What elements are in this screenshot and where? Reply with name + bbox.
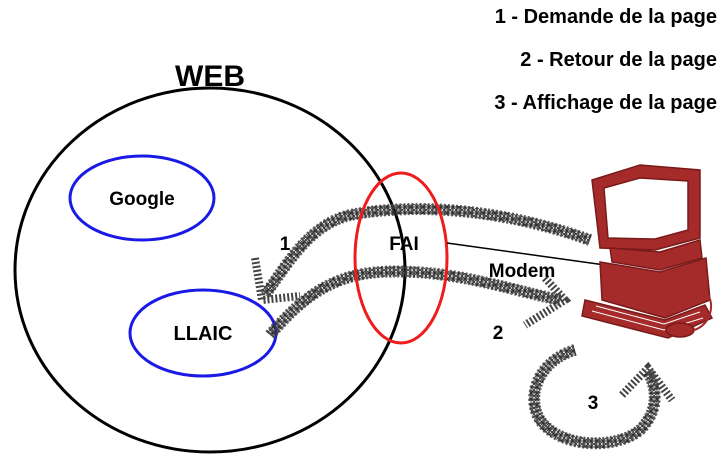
step-3-label: 3 xyxy=(588,393,599,414)
request-arrow xyxy=(251,203,593,305)
fai-label: FAI xyxy=(389,234,419,255)
step-1-label: 1 xyxy=(280,234,291,255)
legend-item-2: 2 - Retour de la page xyxy=(520,49,717,71)
web-ellipse xyxy=(13,86,407,454)
llaic-label: LLAIC xyxy=(174,323,233,345)
legend-item-3: 3 - Affichage de la page xyxy=(494,92,717,114)
legend-item-1: 1 - Demande de la page xyxy=(494,6,717,28)
computer-icon xyxy=(581,164,714,339)
step-2-label: 2 xyxy=(493,323,504,344)
display-arrow xyxy=(528,344,676,450)
return-arrow xyxy=(265,265,572,339)
fai-node xyxy=(353,171,449,345)
modem-line xyxy=(446,242,606,266)
google-label: Google xyxy=(109,189,174,210)
web-label: WEB xyxy=(175,60,245,93)
google-node xyxy=(68,154,216,242)
modem-label: Modem xyxy=(489,261,556,282)
